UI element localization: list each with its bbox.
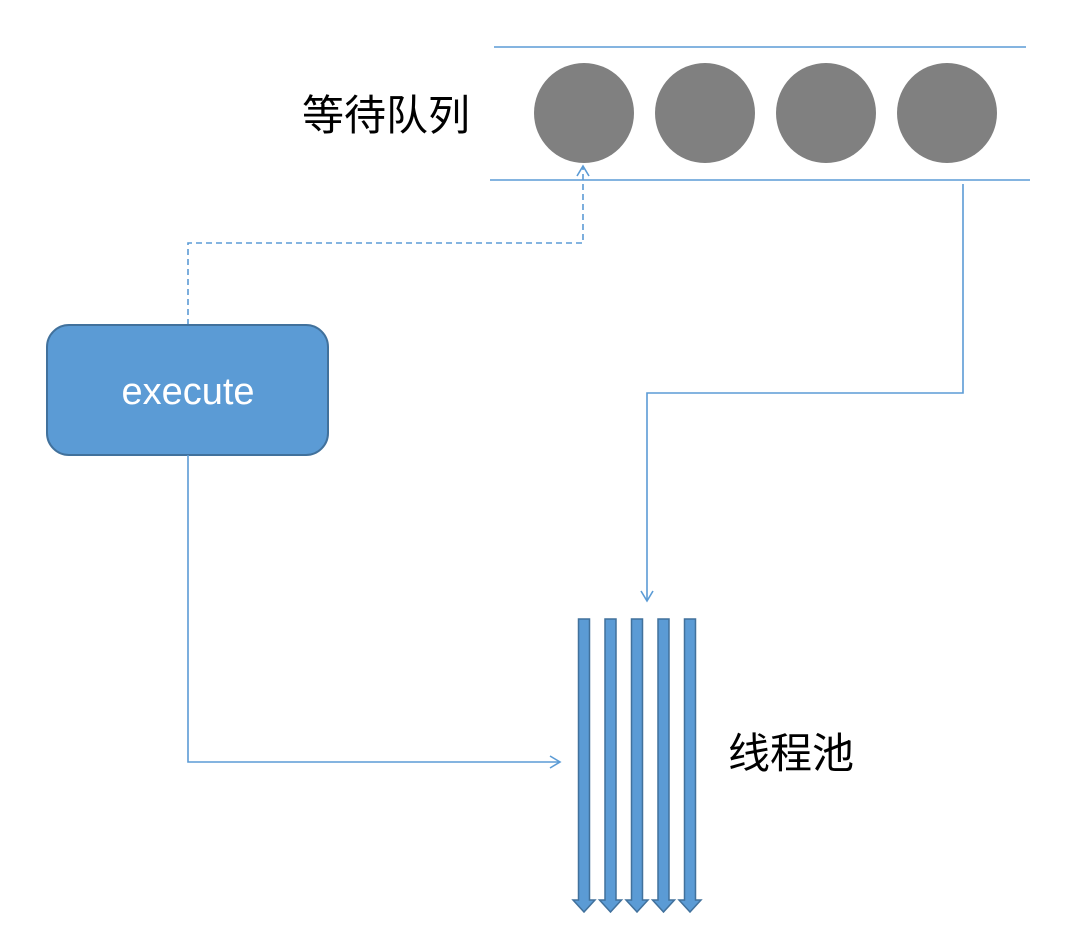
execute-to-queue-connector xyxy=(187,164,590,325)
execute-label: execute xyxy=(121,371,254,413)
queue-item xyxy=(897,63,997,163)
execute-to-pool-connector xyxy=(187,455,562,769)
queue-item xyxy=(534,63,634,163)
thread-arrow xyxy=(597,618,624,914)
thread-pool-label: 线程池 xyxy=(728,729,854,778)
thread-pool-threads xyxy=(571,618,703,914)
thread-arrow xyxy=(650,618,677,914)
thread-arrow xyxy=(677,618,703,914)
queue-to-pool-connector xyxy=(640,184,964,603)
queue-label: 等待队列 xyxy=(302,91,470,140)
thread-arrow xyxy=(571,618,597,914)
queue-item xyxy=(776,63,876,163)
thread-arrow xyxy=(624,618,650,914)
queue-item xyxy=(655,63,755,163)
queue-items xyxy=(534,63,997,163)
